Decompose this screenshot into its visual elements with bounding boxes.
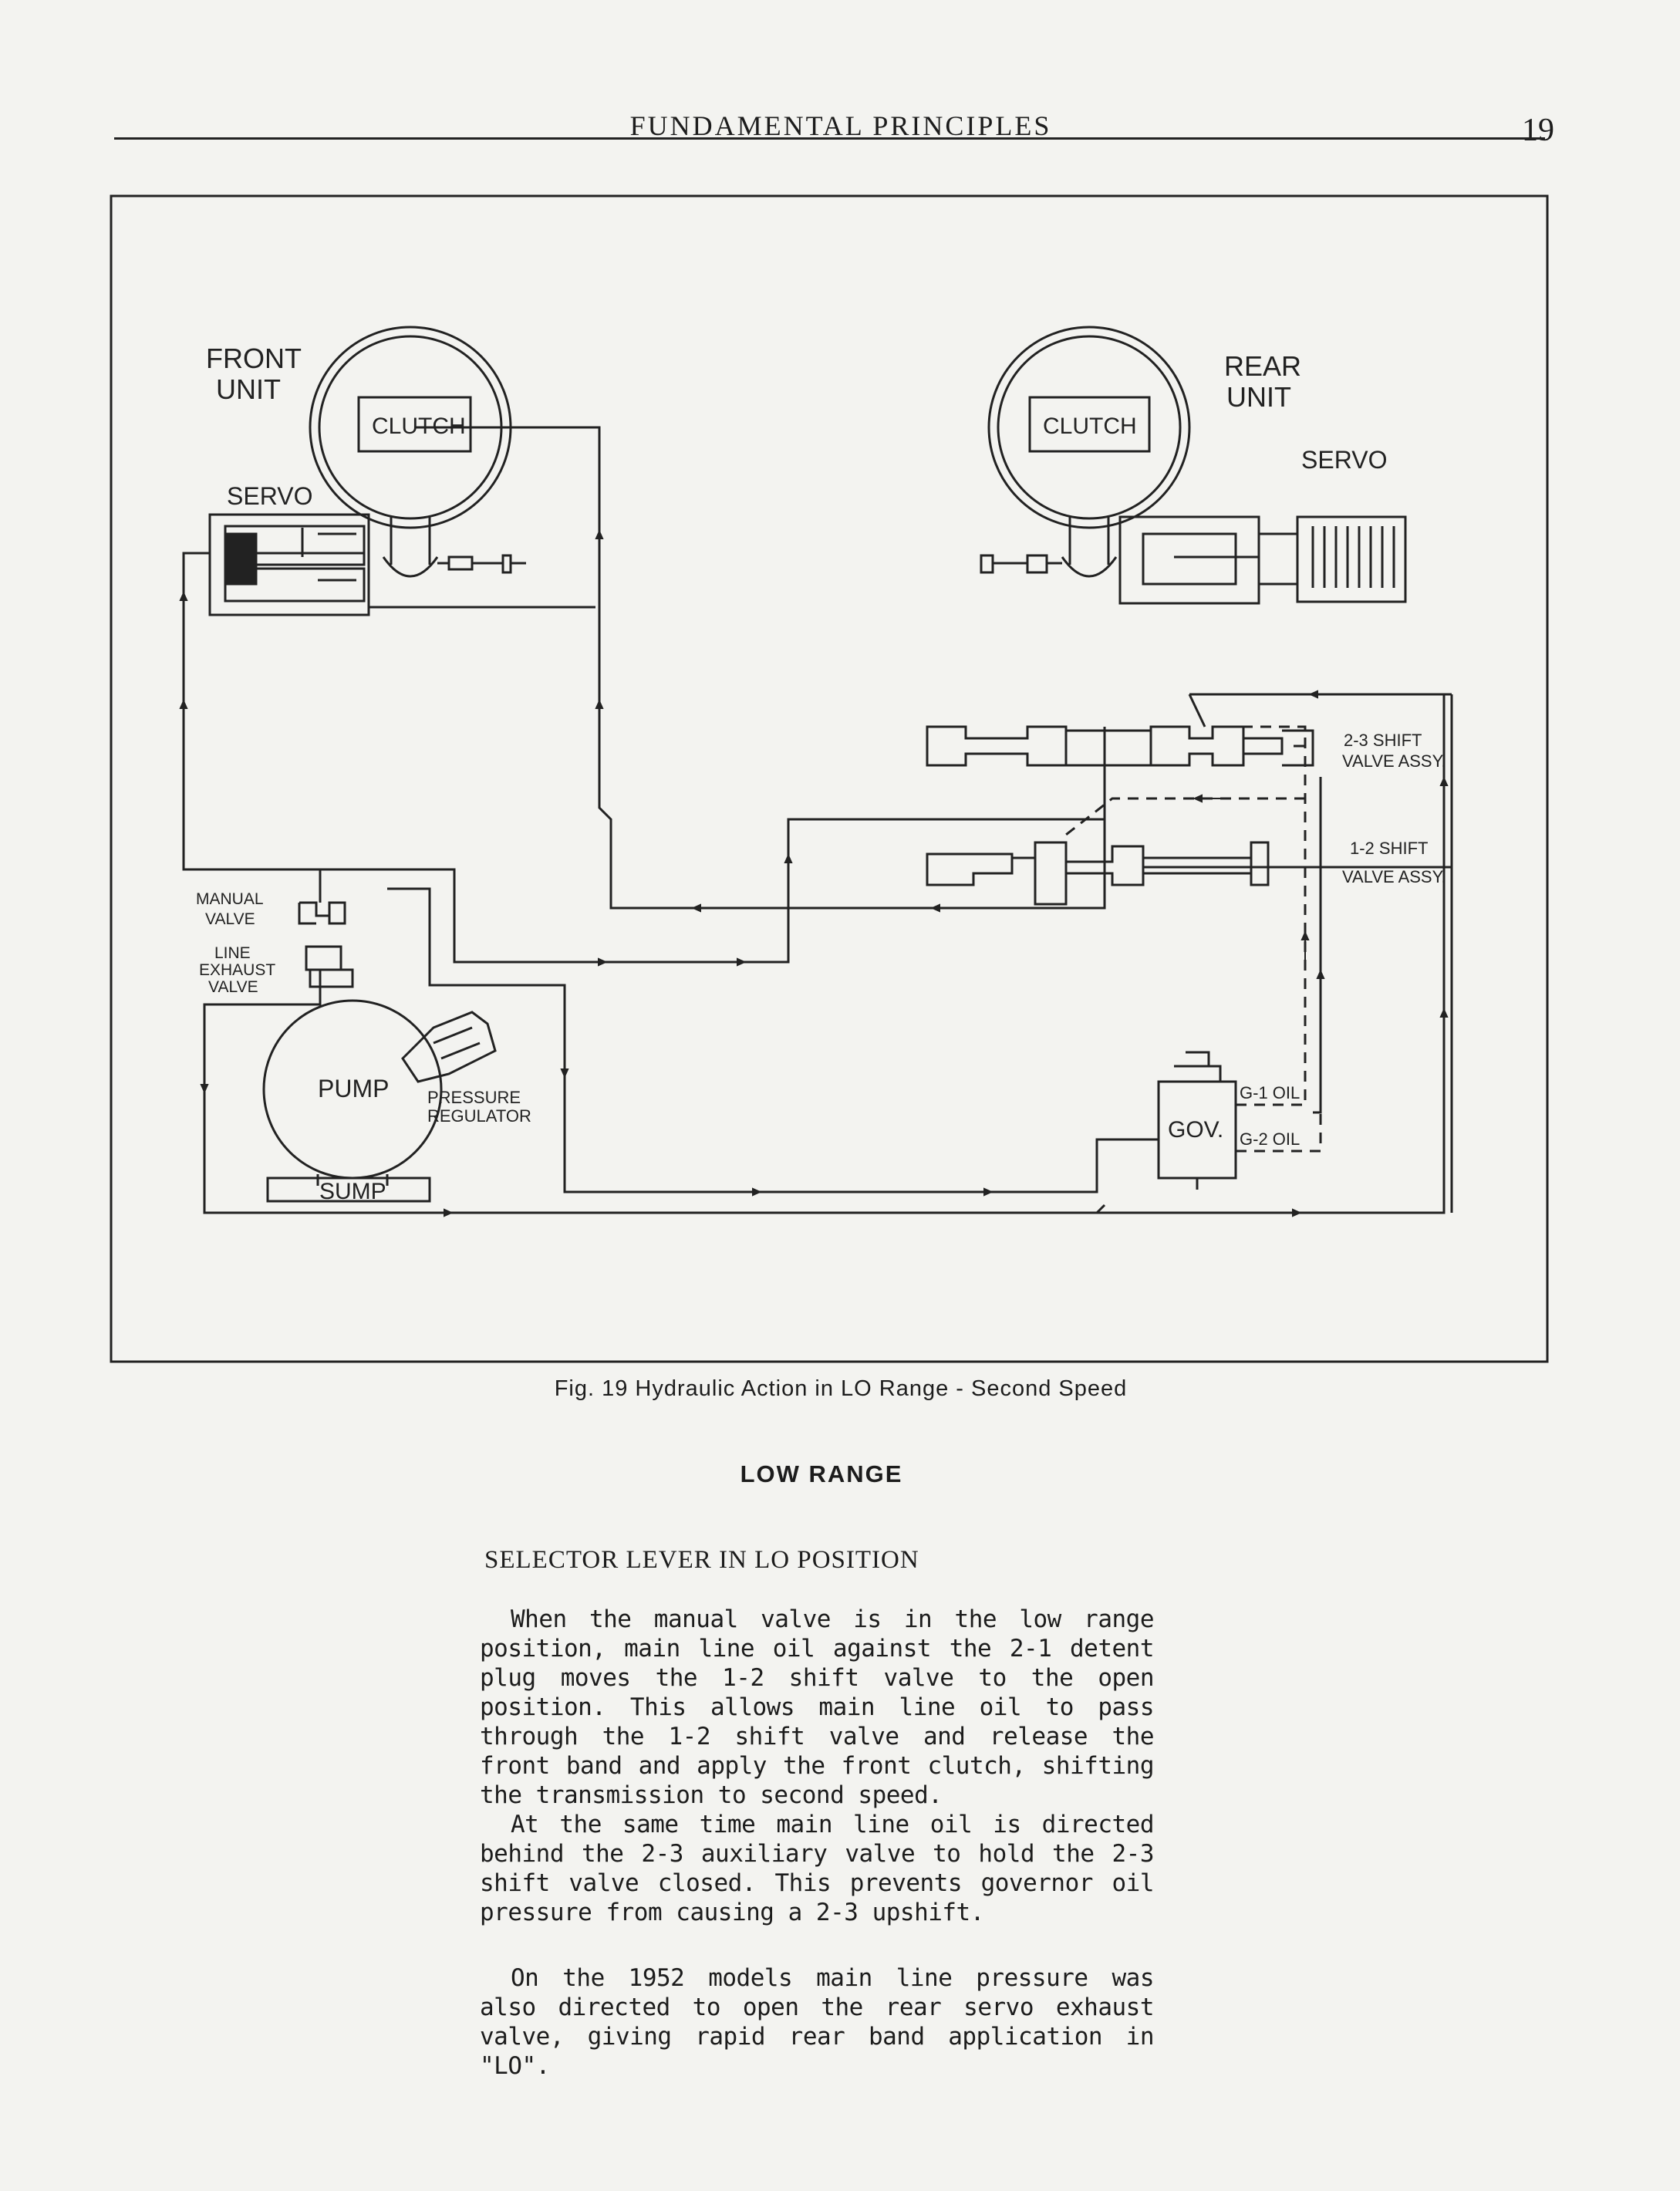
- label-shift-2-3-2: VALVE ASSY.: [1342, 751, 1446, 771]
- label-line-exhaust-1: LINE: [214, 944, 251, 962]
- shift-valve-1-2: [926, 841, 1270, 906]
- governor-oil-dashed: [1065, 725, 1322, 1153]
- manual-valve: [298, 901, 354, 988]
- hydraulic-diagram: FRONT UNIT CLUTCH SERVO REAR UNIT CLUTCH…: [110, 194, 1549, 1363]
- label-g2-oil: G-2 OIL: [1240, 1129, 1300, 1149]
- label-shift-1-2-1: 1-2 SHIFT: [1350, 839, 1428, 858]
- oil-lines: [182, 426, 1453, 1214]
- page-number: 19: [1522, 113, 1554, 148]
- governor: [1157, 1051, 1237, 1190]
- pressure-regulator: [401, 1011, 497, 1083]
- front-clutch-drum: [309, 326, 512, 578]
- rear-servo: [1118, 515, 1407, 605]
- figure-frame: [110, 194, 1549, 1363]
- running-head: FUNDAMENTAL PRINCIPLES: [629, 110, 1052, 141]
- label-clutch-rear: CLUTCH: [1043, 414, 1137, 439]
- label-pressure-regulator-2: REGULATOR: [427, 1106, 531, 1126]
- label-line-exhaust-3: VALVE: [208, 978, 258, 996]
- label-shift-1-2-2: VALVE ASSY.: [1342, 867, 1446, 886]
- label-pump: PUMP: [318, 1075, 389, 1102]
- label-manual-valve-1: MANUAL: [196, 890, 264, 908]
- rear-clutch-drum: [987, 326, 1191, 578]
- header-rule: [114, 137, 1545, 140]
- pump: [262, 999, 443, 1203]
- subheading: SELECTOR LEVER IN LO POSITION: [484, 1546, 919, 1574]
- label-manual-valve-2: VALVE: [205, 910, 255, 928]
- section-title: LOW RANGE: [740, 1460, 903, 1487]
- front-band-adjuster: [437, 554, 526, 574]
- label-g1-oil: G-1 OIL: [1240, 1083, 1300, 1102]
- label-rear-unit-2: UNIT: [1226, 381, 1291, 413]
- flow-arrows: [179, 529, 1449, 1217]
- paragraph-2: At the same time main line oil is direct…: [480, 1811, 1155, 1926]
- label-servo-front: SERVO: [227, 482, 312, 510]
- paragraph-3: On the 1952 models main line pressure wa…: [480, 1964, 1155, 2080]
- label-line-exhaust-2: EXHAUST: [199, 961, 275, 979]
- label-clutch-front: CLUTCH: [372, 414, 466, 439]
- label-rear-unit-1: REAR: [1224, 350, 1301, 382]
- paragraph-1: When the manual valve is in the low rang…: [480, 1605, 1155, 1809]
- label-front-unit-1: FRONT: [206, 343, 302, 374]
- label-sump: SUMP: [319, 1179, 386, 1204]
- figure-caption: Fig. 19 Hydraulic Action in LO Range - S…: [554, 1376, 1128, 1401]
- label-gov: GOV.: [1168, 1117, 1223, 1143]
- label-servo-rear: SERVO: [1301, 446, 1387, 474]
- rear-band-adjuster: [980, 554, 1062, 574]
- shift-valve-2-3: [926, 725, 1314, 767]
- label-front-unit-2: UNIT: [216, 373, 281, 405]
- front-servo: [208, 513, 370, 616]
- label-shift-2-3-1: 2-3 SHIFT: [1344, 731, 1422, 750]
- label-pressure-regulator-1: PRESSURE: [427, 1088, 521, 1107]
